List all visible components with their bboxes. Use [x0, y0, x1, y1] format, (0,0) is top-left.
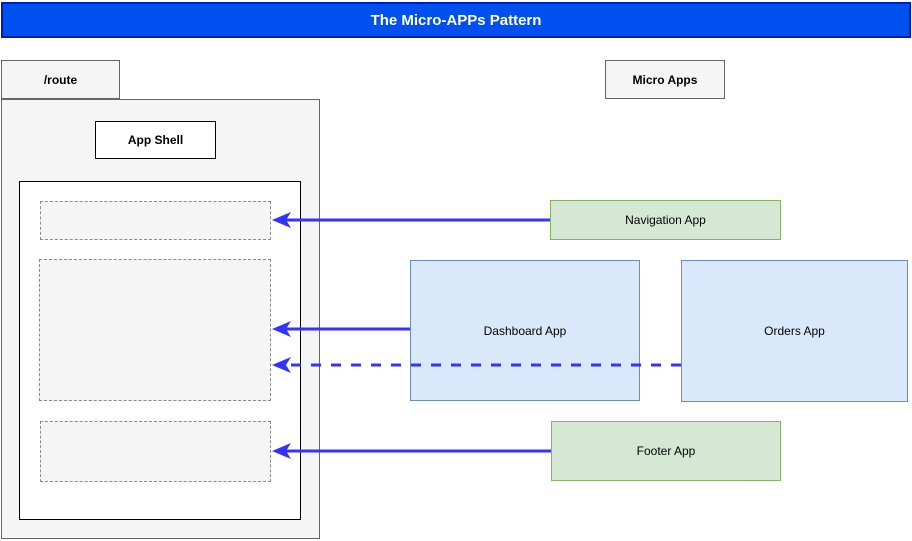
orders-app-label: Orders App	[764, 324, 825, 338]
micro-apps-legend-box: Micro Apps	[605, 60, 725, 99]
diagram-title: The Micro-APPs Pattern	[370, 11, 542, 29]
micro-apps-legend: Micro Apps	[632, 72, 698, 87]
main-slot-placeholder	[39, 259, 271, 401]
footer-app-label: Footer App	[636, 444, 696, 458]
footer-app-box: Footer App	[551, 421, 781, 481]
dashboard-app-box: Dashboard App	[410, 260, 640, 401]
route-label: /route	[43, 72, 78, 87]
app-shell-title-box: App Shell	[95, 121, 216, 159]
dashboard-app-label: Dashboard App	[483, 323, 567, 338]
navigation-app-label: Navigation App	[625, 213, 706, 227]
navigation-app-box: Navigation App	[550, 200, 781, 240]
diagram-title-bar: The Micro-APPs Pattern	[1, 2, 911, 38]
route-tab: /route	[1, 60, 120, 99]
app-shell-title: App Shell	[127, 133, 184, 147]
orders-app-box: Orders App	[681, 260, 908, 402]
navigation-slot-placeholder	[40, 201, 271, 240]
footer-slot-placeholder	[40, 421, 271, 482]
